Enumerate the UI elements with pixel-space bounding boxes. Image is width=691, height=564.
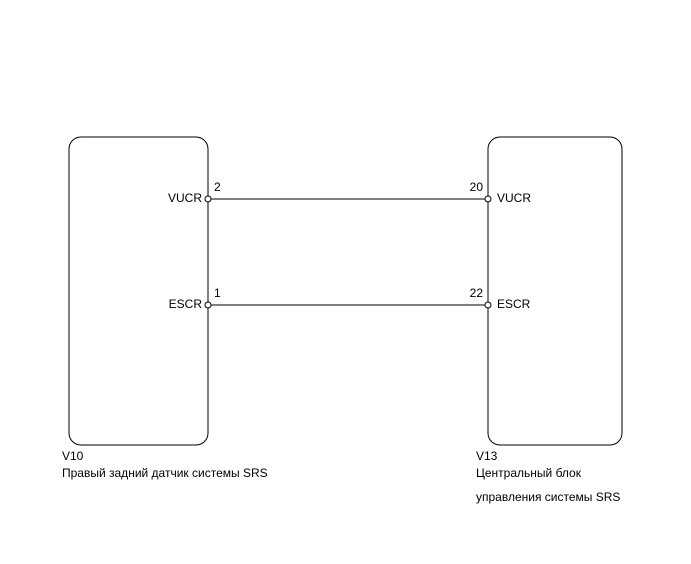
left-component-box <box>68 136 209 446</box>
right-component-name-line1: Центральный блок <box>476 466 581 480</box>
left-signal-vucr: VUCR <box>167 191 202 205</box>
terminal-left-vucr <box>204 195 212 203</box>
right-component-code: V13 <box>476 449 498 463</box>
terminal-right-vucr <box>484 195 492 203</box>
right-component-box <box>487 136 623 446</box>
right-component-name-line2: управления системы SRS <box>476 490 621 504</box>
right-signal-escr: ESCR <box>497 297 531 311</box>
terminal-right-escr <box>484 301 492 309</box>
left-pin-escr: 1 <box>214 286 221 300</box>
right-pin-vucr: 20 <box>469 180 483 194</box>
left-component-code: V10 <box>62 449 84 463</box>
right-signal-vucr: VUCR <box>497 191 532 205</box>
right-pin-escr: 22 <box>469 286 483 300</box>
terminal-left-escr <box>204 301 212 309</box>
left-pin-vucr: 2 <box>214 180 221 194</box>
left-component-name: Правый задний датчик системы SRS <box>62 466 268 480</box>
left-signal-escr: ESCR <box>168 297 202 311</box>
